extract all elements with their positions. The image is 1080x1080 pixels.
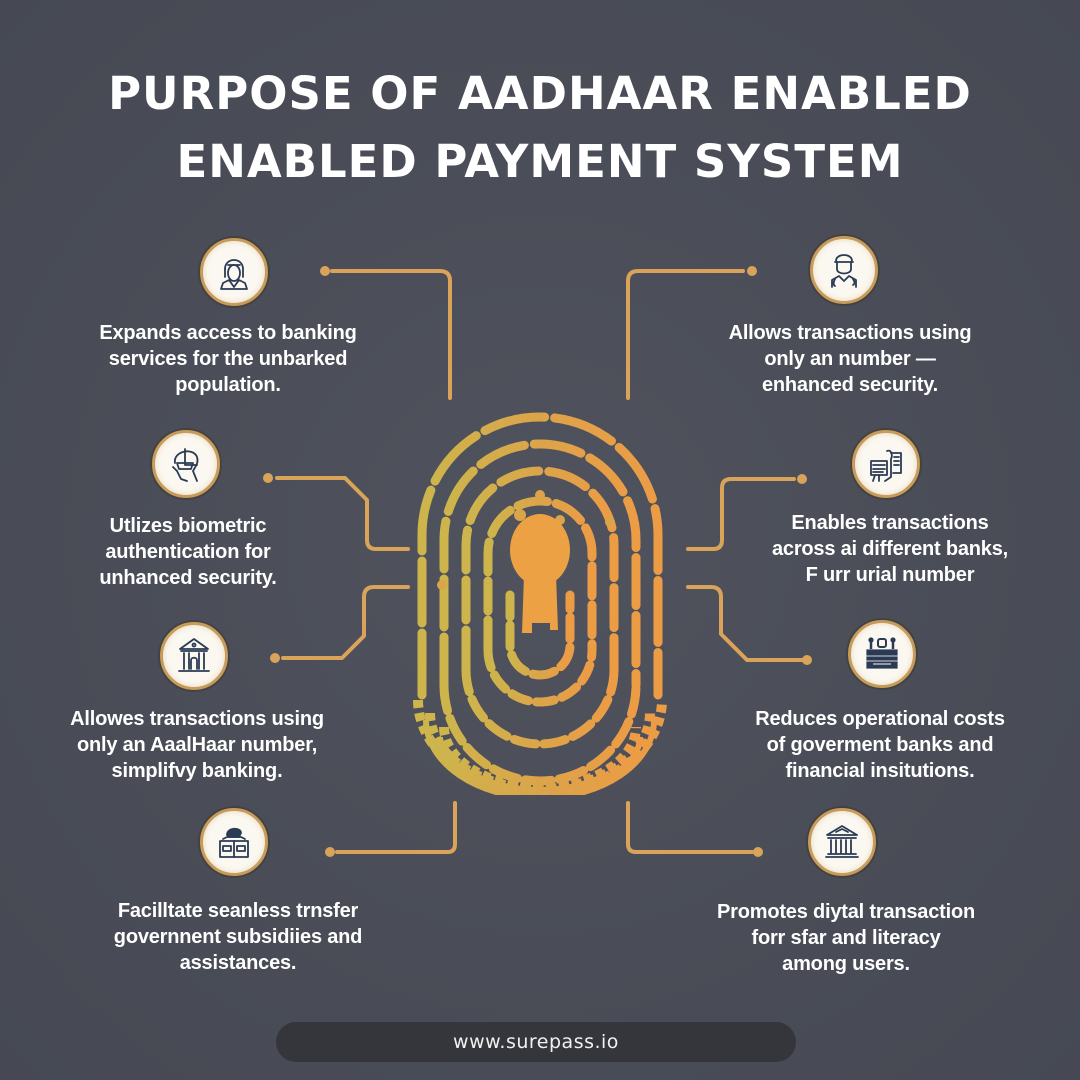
feature-text-left-3: Allowes transactions using only an AaalH… (70, 708, 324, 782)
feature-text-left-4: Facilltate seanless trnsfer governnent s… (113, 900, 363, 974)
page-title: PURPOSE OF AADHAAR ENABLED ENABLED PAYME… (0, 60, 1080, 196)
bank-counter-icon (848, 620, 916, 688)
title-line-2: ENABLED PAYMENT SYSTEM (176, 135, 904, 188)
website-link[interactable]: www.surepass.io (276, 1022, 796, 1062)
biometric-face-icon (152, 430, 220, 498)
person-icon (200, 238, 268, 306)
feature-text-left-1: Expands access to banking services for t… (99, 322, 357, 396)
government-building-icon (808, 808, 876, 876)
feature-text-right-4: Promotes diytal transaction forr sfar an… (717, 901, 975, 975)
subsidy-desk-icon (200, 808, 268, 876)
feature-text-right-1: Allows transactions using only an number… (728, 322, 972, 396)
feature-text-right-2: Enables transactions across ai different… (771, 512, 1008, 586)
fingerprint-keyhole-icon (400, 395, 680, 801)
feature-text-right-3: Reduces operational costs of goverment b… (755, 708, 1005, 782)
website-url: www.surepass.io (453, 1031, 619, 1053)
feature-text-left-2: Utlizes biometric authentication for unh… (99, 515, 277, 589)
doctor-icon (810, 236, 878, 304)
bank-building-icon (160, 622, 228, 690)
title-line-1: PURPOSE OF AADHAAR ENABLED (108, 67, 972, 120)
document-transfer-icon (852, 430, 920, 498)
